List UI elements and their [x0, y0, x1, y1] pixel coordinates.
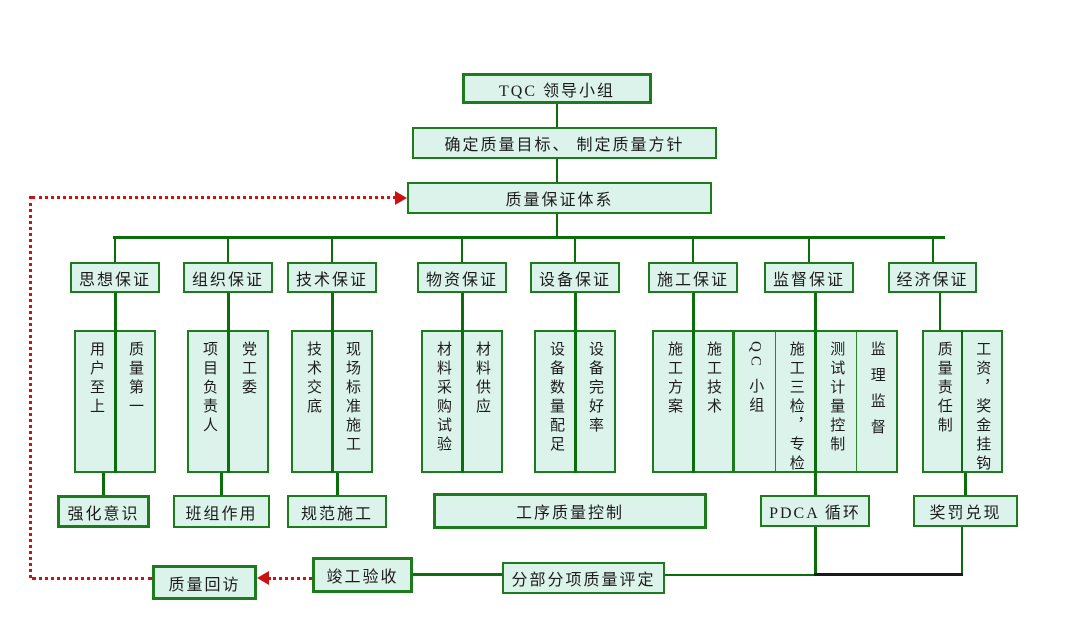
stub-to-standard — [336, 473, 339, 495]
measure-column: 质量责任制 — [924, 332, 963, 471]
drop-construction — [692, 239, 694, 262]
measure-column: QC 小组 — [735, 332, 776, 471]
node-category-material: 物资保证 — [417, 262, 507, 293]
node-pdca-cycle: PDCA 循环 — [760, 495, 870, 527]
connector-tqc-goals — [556, 104, 558, 127]
red-feedback-line-top — [32, 196, 396, 199]
measure-label: 项目负责人 — [201, 341, 217, 436]
red-feedback-line-bottom — [32, 577, 152, 580]
reward-down-line — [961, 527, 963, 574]
measure-column: 项目负责人 — [189, 332, 228, 471]
measure-column: 测试计量控制 — [816, 332, 857, 471]
drop-economy — [932, 239, 934, 262]
measure-column: 设备数量配足 — [536, 332, 575, 471]
measure-label: 施工技术 — [705, 341, 721, 417]
node-strengthen-awareness: 强化意识 — [57, 495, 150, 528]
red-feedback-arrowhead-left — [257, 571, 269, 585]
node-tqc-leading-group: TQC 领导小组 — [462, 73, 652, 104]
measure-label: 质量第一 — [127, 341, 143, 417]
measure-column: 监理监督 — [857, 332, 897, 471]
measure-column: 工资，奖金挂钩 — [963, 332, 1002, 474]
node-reward-punishment: 奖罚兑现 — [913, 495, 1018, 527]
node-category-supervision: 监督保证 — [764, 262, 854, 293]
measure-label: 材料供应 — [474, 341, 490, 417]
drop-ideology — [114, 239, 116, 262]
measure-column: 材料供应 — [462, 332, 501, 471]
stub-economy-top — [939, 293, 941, 330]
node-quality-assurance-system: 质量保证体系 — [407, 182, 712, 214]
through-line-ideology — [114, 293, 117, 473]
measure-label: 党工委 — [240, 341, 256, 398]
node-subitem-quality-assessment: 分部分项质量评定 — [502, 562, 665, 594]
measure-label: 测试计量控制 — [828, 341, 845, 455]
node-team-role: 班组作用 — [173, 495, 270, 528]
measure-column: 施工方案 — [654, 332, 693, 471]
node-category-ideology: 思想保证 — [70, 262, 160, 293]
measure-label: 设备数量配足 — [548, 341, 564, 455]
measure-column: 党工委 — [228, 332, 267, 471]
drop-organization — [227, 239, 229, 262]
node-quality-return-visit: 质量回访 — [152, 565, 257, 600]
connector-goals-system — [556, 159, 558, 182]
through-line-organization — [227, 293, 230, 473]
node-completion-acceptance: 竣工验收 — [312, 557, 413, 593]
red-feedback-line-mid — [268, 577, 312, 580]
drop-technology — [331, 239, 333, 262]
measure-column: 用户至上 — [76, 332, 115, 471]
through-line-construction — [692, 293, 695, 473]
connector-assessment-pdca — [665, 574, 815, 576]
measure-label: 现场标准施工 — [344, 341, 360, 455]
measure-column: 施工技术 — [693, 332, 732, 471]
measure-label: 材料采购试验 — [435, 341, 451, 455]
red-feedback-line-left — [29, 196, 32, 578]
through-line-material — [461, 293, 464, 473]
node-category-organization: 组织保证 — [183, 262, 273, 293]
measure-label: 施工方案 — [666, 341, 682, 417]
measure-label: QC 小组 — [747, 341, 764, 416]
measure-column: 质量第一 — [115, 332, 154, 471]
stub-to-reward — [964, 473, 967, 495]
connector-branch-bar — [113, 236, 945, 239]
measure-label: 用户至上 — [88, 341, 104, 417]
through-line-equipment — [574, 293, 577, 473]
through-line-technology — [331, 293, 334, 473]
stub-to-team-role — [220, 473, 223, 495]
measure-column: 设备完好率 — [575, 332, 614, 471]
drop-equipment — [574, 239, 576, 262]
node-category-economy: 经济保证 — [888, 262, 977, 293]
measure-column: 材料采购试验 — [423, 332, 462, 471]
measure-label: 监理监督 — [868, 341, 885, 445]
pdca-down-line — [814, 527, 817, 574]
connector-system-trunk — [556, 214, 558, 237]
measure-column: 技术交底 — [293, 332, 332, 471]
stub-to-strengthen — [102, 473, 105, 495]
node-category-equipment: 设备保证 — [530, 262, 620, 293]
measure-label: 施工三检，专检 — [787, 341, 804, 474]
drop-material — [461, 239, 463, 262]
measure-label: 工资，奖金挂钩 — [974, 341, 991, 474]
measure-column: 施工三检，专检 — [776, 332, 816, 474]
node-category-construction: 施工保证 — [648, 262, 738, 293]
measure-label: 技术交底 — [305, 341, 321, 417]
divider-economy-sub — [961, 330, 963, 473]
measure-label: 质量责任制 — [935, 341, 952, 436]
node-quality-goals-policy: 确定质量目标、 制定质量方针 — [412, 127, 717, 159]
red-feedback-arrowhead-right — [395, 191, 407, 205]
node-standard-construction: 规范施工 — [287, 495, 387, 528]
drop-supervision — [808, 239, 810, 262]
measure-column: 现场标准施工 — [332, 332, 371, 471]
measure-label: 设备完好率 — [587, 341, 603, 436]
through-line-supervision — [814, 293, 817, 495]
connector-pdca-reward — [814, 573, 963, 576]
node-process-quality-control: 工序质量控制 — [433, 493, 707, 529]
connector-acceptance-assessment — [413, 573, 502, 576]
node-category-technology: 技术保证 — [287, 262, 377, 293]
